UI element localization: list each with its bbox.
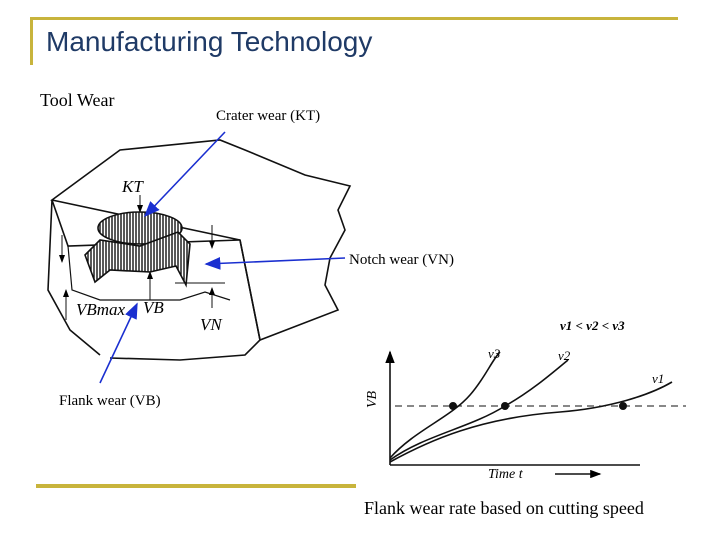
kt-label: KT [121, 177, 144, 196]
curve-v2 [389, 359, 569, 461]
y-axis-label: VB [365, 390, 380, 408]
x-axis-label: Time t [488, 467, 524, 482]
crater-wear-label: Crater wear (KT) [216, 108, 321, 124]
curve-v2-label: v2 [558, 348, 571, 363]
curve-v3 [389, 351, 501, 459]
title-frame-top [30, 17, 678, 20]
vbmax-label: VBmax [76, 300, 126, 319]
slide-title: Manufacturing Technology [46, 26, 373, 57]
slide-subtitle: Tool Wear [40, 90, 115, 110]
curve-v1 [389, 381, 673, 463]
crater-arrow [143, 131, 226, 218]
notch-arrow [204, 256, 346, 270]
curve-v1-label: v1 [652, 371, 664, 386]
speed-legend: v1 < v2 < v3 [560, 318, 625, 333]
wear-graph [385, 350, 686, 479]
title-frame-left [30, 17, 33, 65]
curve-v3-label: v3 [488, 346, 501, 361]
flank-arrow [99, 302, 138, 384]
vb-label: VB [143, 298, 164, 317]
vn-label: VN [200, 315, 223, 334]
flank-wear-label: Flank wear (VB) [59, 393, 161, 409]
tool-drawing [47, 139, 352, 361]
graph-caption: Flank wear rate based on cutting speed [364, 498, 644, 518]
bottom-rule [36, 484, 356, 488]
notch-wear-label: Notch wear (VN) [349, 252, 454, 268]
